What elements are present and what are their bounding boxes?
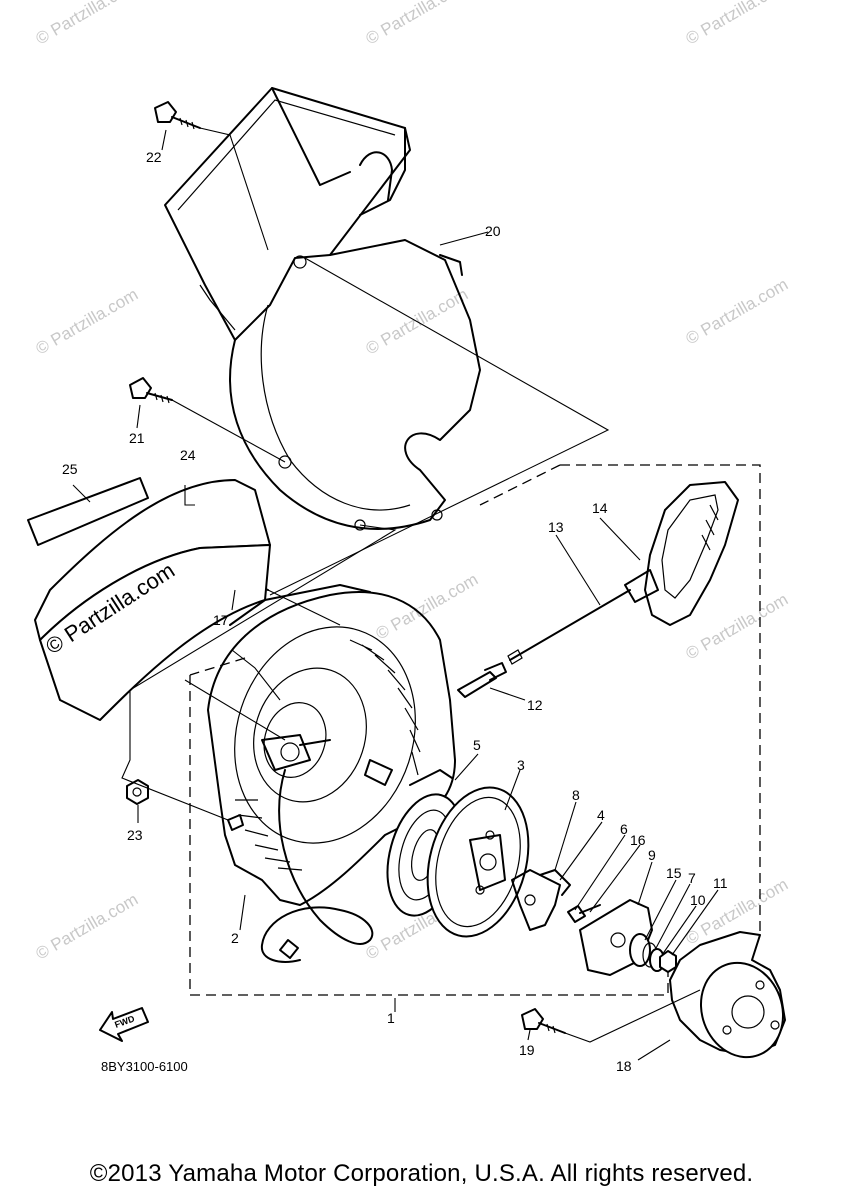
callout-3: 3 [517,757,525,773]
callout-8: 8 [572,787,580,803]
part-15-washer [629,933,651,967]
watermark: © Partzilla.com [373,570,482,644]
callout-21: 21 [129,430,145,446]
callout-labels: 1 2 3 4 5 6 7 8 9 10 11 12 13 14 15 16 1… [62,149,728,1074]
callout-16: 16 [630,832,646,848]
watermark: © Partzilla.com [363,0,472,48]
callout-7: 7 [688,870,696,886]
callout-22: 22 [146,149,162,165]
assembly-outline [189,464,761,996]
part-20-air-shroud [164,87,481,531]
watermark: © Partzilla.com [683,275,792,349]
callout-12: 12 [527,697,543,713]
leader-lines [72,129,719,1061]
callout-13: 13 [548,519,564,535]
copyright-notice: ©2013 Yamaha Motor Corporation, U.S.A. A… [89,1160,754,1187]
reference-lines [121,127,701,1043]
part-6-bolt [567,904,601,923]
part-19-bolt [521,1008,566,1034]
part-5-spring [409,769,453,786]
callout-9: 9 [648,847,656,863]
part-18-pulley [669,931,786,1059]
part-24-cover: © Partzilla.com [34,479,271,721]
callout-6: 6 [620,821,628,837]
callout-20: 20 [485,223,501,239]
part-13-rope [507,589,631,665]
watermark: © Partzilla.com [683,0,792,48]
part-8-pawl [511,869,561,931]
callout-2: 2 [231,930,239,946]
watermark: © Partzilla.com [33,285,142,359]
callout-18: 18 [616,1058,632,1074]
callout-15: 15 [666,865,682,881]
callout-24: 24 [180,447,196,463]
fwd-arrow: FWD [99,1007,149,1042]
diagram-code: 8BY3100-6100 [101,1059,188,1074]
part-25-strip [27,477,149,546]
callout-1: 1 [387,1010,395,1026]
watermark: © Partzilla.com [33,890,142,964]
callout-11: 11 [713,875,728,891]
part-2-recoil-housing [207,584,456,963]
callout-17: 17 [213,612,229,628]
part-14-starter-handle [624,481,739,626]
watermark: © Partzilla.com [33,0,142,48]
part-22-bolt [154,101,201,130]
callout-4: 4 [597,807,605,823]
callout-25: 25 [62,461,78,477]
callout-19: 19 [519,1042,535,1058]
part-21-bolt [129,377,173,404]
part-4-pawl-spring [539,869,571,896]
callout-23: 23 [127,827,143,843]
parts-diagram: © Partzilla.com © Partzilla.com © Partzi… [27,0,792,1074]
part-12-shaft [457,662,507,698]
callout-10: 10 [690,892,706,908]
part-3-reel [386,786,530,938]
callout-14: 14 [592,500,608,516]
callout-5: 5 [473,737,481,753]
